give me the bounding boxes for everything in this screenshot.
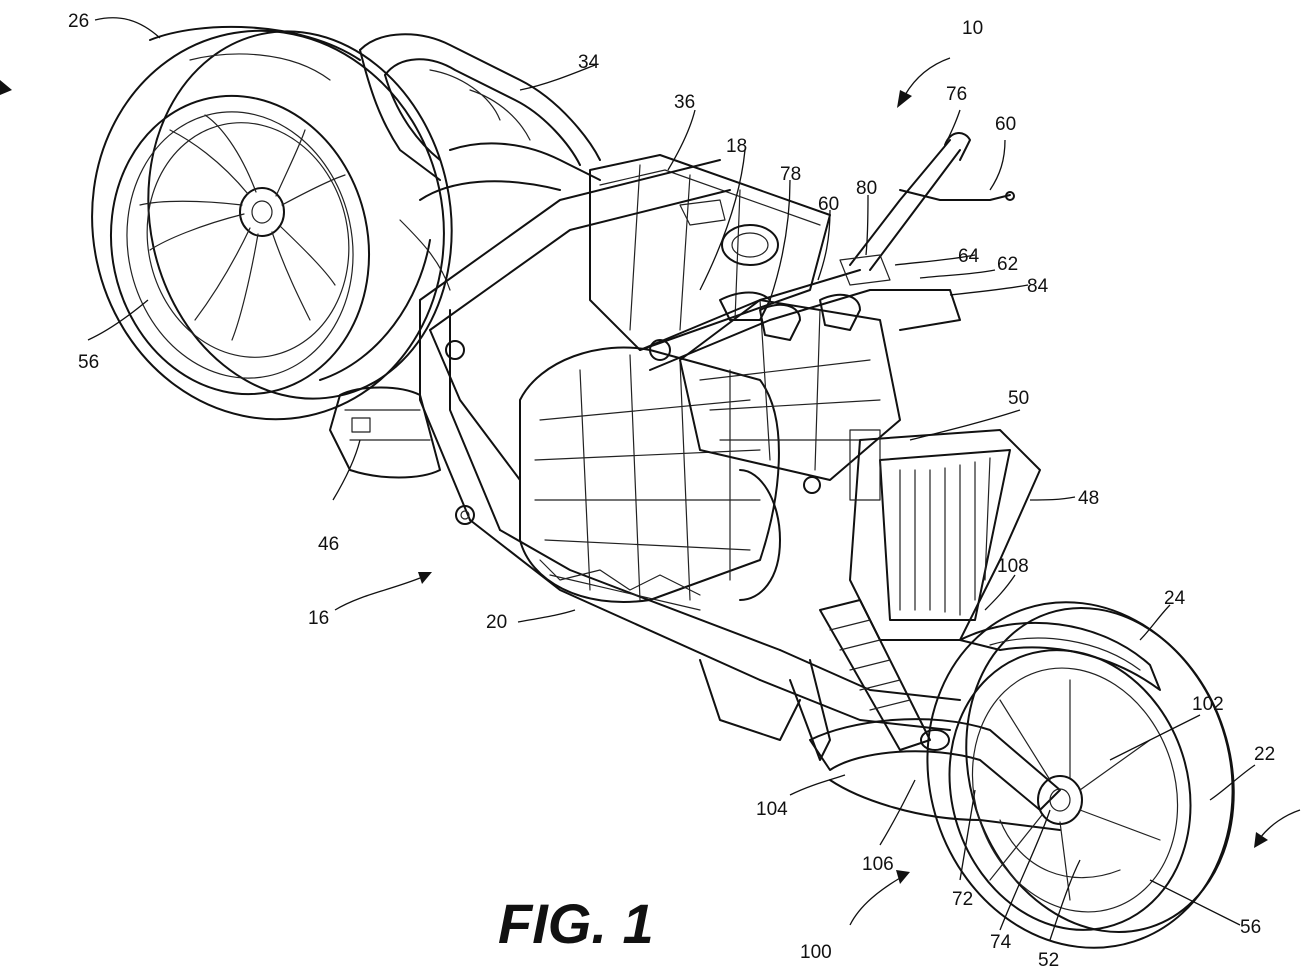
label-60-left: 60 [818, 194, 839, 215]
label-60-right: 60 [995, 114, 1016, 135]
seat-assembly [329, 33, 601, 479]
label-20: 20 [486, 612, 507, 633]
controller-block [649, 299, 901, 494]
rear-wheel [91, 25, 453, 421]
label-18: 18 [726, 136, 747, 157]
label-106: 106 [862, 854, 894, 875]
label-34: 34 [578, 52, 600, 73]
label-10: 10 [962, 18, 983, 39]
direction-arrows [0, 57, 1301, 926]
label-80: 80 [856, 178, 877, 199]
figure-caption: FIG. 1 [498, 892, 654, 955]
label-108: 108 [997, 556, 1029, 577]
arrow-22-icon [1254, 832, 1268, 848]
label-72: 72 [952, 889, 973, 910]
arrow-10-icon [897, 90, 912, 108]
frame [419, 159, 961, 761]
label-50: 50 [1008, 388, 1029, 409]
tank-assembly [589, 154, 831, 351]
label-78: 78 [780, 164, 801, 185]
arrow-left-edge-icon [0, 80, 12, 95]
label-62: 62 [997, 254, 1018, 275]
radiator [849, 429, 1041, 641]
label-26: 26 [68, 11, 89, 32]
label-56-rear: 56 [78, 352, 99, 373]
label-24: 24 [1164, 588, 1186, 609]
reference-labels: 10 26 34 36 18 78 60 80 76 60 64 62 84 5… [68, 11, 1275, 971]
leader-lines [87, 17, 1256, 941]
label-56-front: 56 [1240, 917, 1261, 938]
battery-motor [519, 346, 781, 611]
arrow-100-icon [896, 870, 910, 884]
label-48: 48 [1078, 488, 1099, 509]
label-16: 16 [308, 608, 329, 629]
label-102: 102 [1192, 694, 1224, 715]
label-52: 52 [1038, 950, 1059, 971]
label-64: 64 [958, 246, 980, 267]
label-22: 22 [1254, 744, 1275, 765]
label-36: 36 [674, 92, 695, 113]
arrow-16-icon [418, 572, 432, 584]
label-76: 76 [946, 84, 967, 105]
label-74: 74 [990, 932, 1012, 953]
label-100: 100 [800, 942, 832, 963]
front-wheel [926, 601, 1235, 949]
label-104: 104 [756, 799, 788, 820]
label-46: 46 [318, 534, 339, 555]
label-84: 84 [1027, 276, 1049, 297]
